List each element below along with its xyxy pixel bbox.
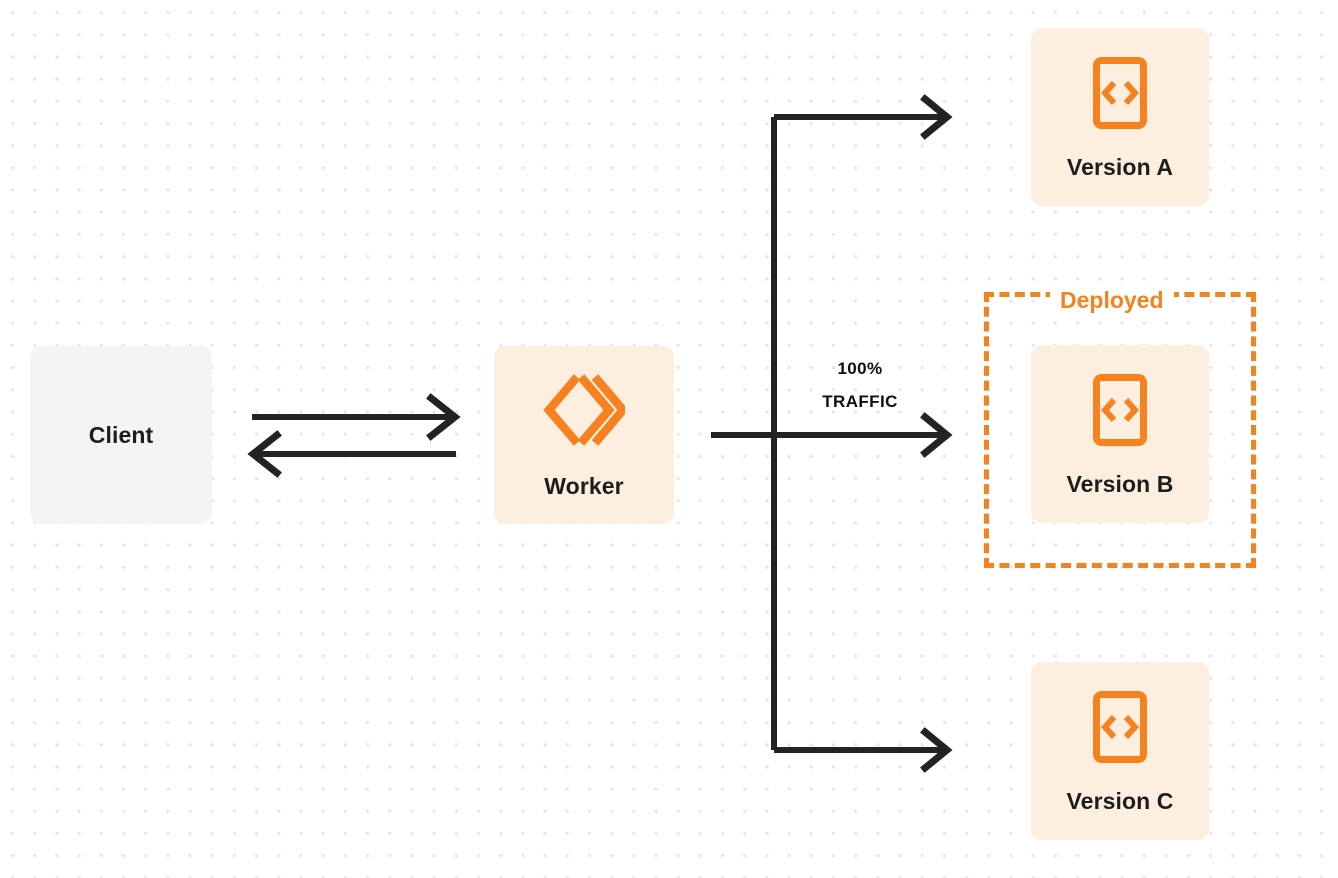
node-version-b[interactable]: Version B bbox=[1031, 345, 1209, 523]
node-version-a-label: Version A bbox=[1066, 153, 1174, 180]
node-version-b-label: Version B bbox=[1066, 470, 1174, 497]
node-worker-label: Worker bbox=[544, 472, 624, 499]
node-client-label: Client bbox=[88, 421, 154, 448]
edge-worker-to-version-a bbox=[774, 94, 953, 140]
traffic-caption: TRAFFIC bbox=[822, 392, 898, 411]
edge-client-to-worker bbox=[252, 393, 461, 441]
cloudflare-workers-logo-icon bbox=[543, 373, 625, 447]
edge-worker-to-client bbox=[247, 430, 456, 478]
edge-worker-to-version-c bbox=[774, 727, 953, 773]
deployed-group-label: Deployed bbox=[1050, 286, 1174, 314]
edge-trunk bbox=[711, 117, 777, 750]
code-document-icon bbox=[1092, 373, 1148, 447]
traffic-percent: 100% bbox=[837, 359, 883, 378]
node-version-c[interactable]: Version C bbox=[1031, 662, 1209, 840]
edge-worker-to-version-b bbox=[774, 412, 953, 458]
code-document-icon bbox=[1092, 690, 1148, 764]
traffic-label: 100% TRAFFIC bbox=[790, 352, 930, 418]
node-version-c-label: Version C bbox=[1066, 787, 1174, 814]
node-worker[interactable]: Worker bbox=[494, 346, 674, 524]
code-document-icon bbox=[1092, 56, 1148, 130]
node-client[interactable]: Client bbox=[30, 346, 212, 524]
node-version-a[interactable]: Version A bbox=[1031, 28, 1209, 206]
